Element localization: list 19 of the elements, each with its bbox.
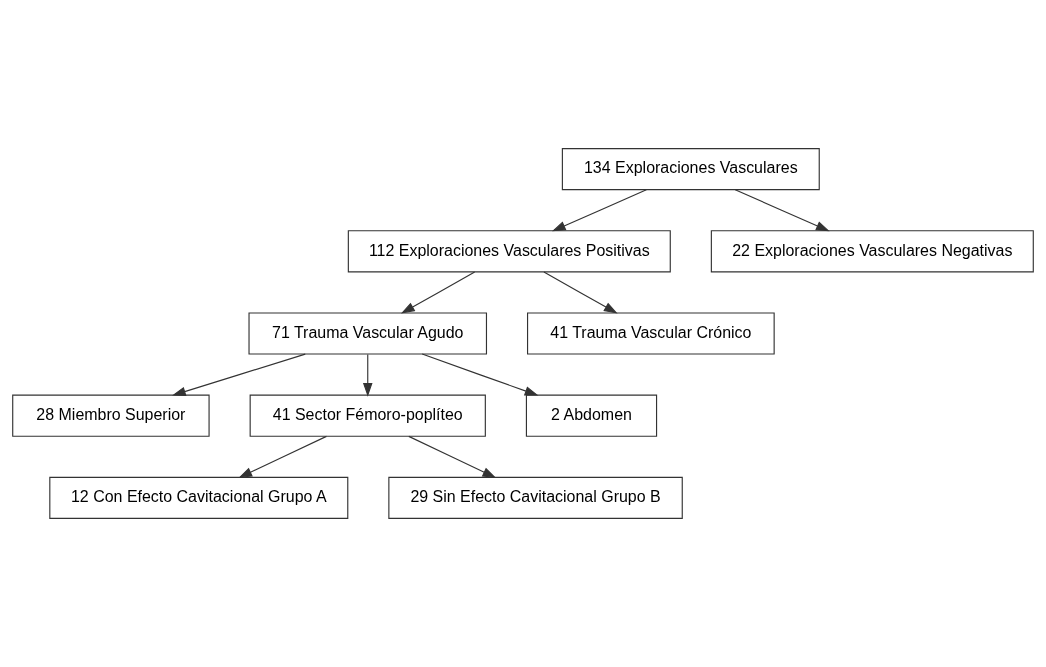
node-box: 22 Exploraciones Vasculares Negativas: [710, 230, 1034, 273]
arrow: [543, 271, 618, 314]
arrow: [401, 271, 476, 314]
arrow: [421, 353, 539, 396]
arrow: [238, 435, 327, 478]
node-box: 112 Exploraciones Vasculares Positivas: [347, 230, 671, 273]
arrow: [734, 189, 830, 232]
node-box: 41 Sector Fémoro-poplíteo: [249, 394, 486, 437]
arrow: [172, 353, 306, 397]
node-box: 29 Sin Efecto Cavitacional Grupo B: [388, 476, 683, 519]
node-box: 134 Exploraciones Vasculares: [561, 148, 820, 191]
node-box: 41 Trauma Vascular Crónico: [527, 312, 775, 355]
node-box: 2 Abdomen: [525, 394, 658, 437]
node-box: 71 Trauma Vascular Agudo: [248, 312, 488, 355]
arrow: [408, 435, 497, 478]
arrow: [551, 189, 647, 232]
node-box: 28 Miembro Superior: [12, 394, 210, 437]
node-box: 12 Con Efecto Cavitacional Grupo A: [49, 476, 349, 519]
arrow: [362, 353, 373, 397]
